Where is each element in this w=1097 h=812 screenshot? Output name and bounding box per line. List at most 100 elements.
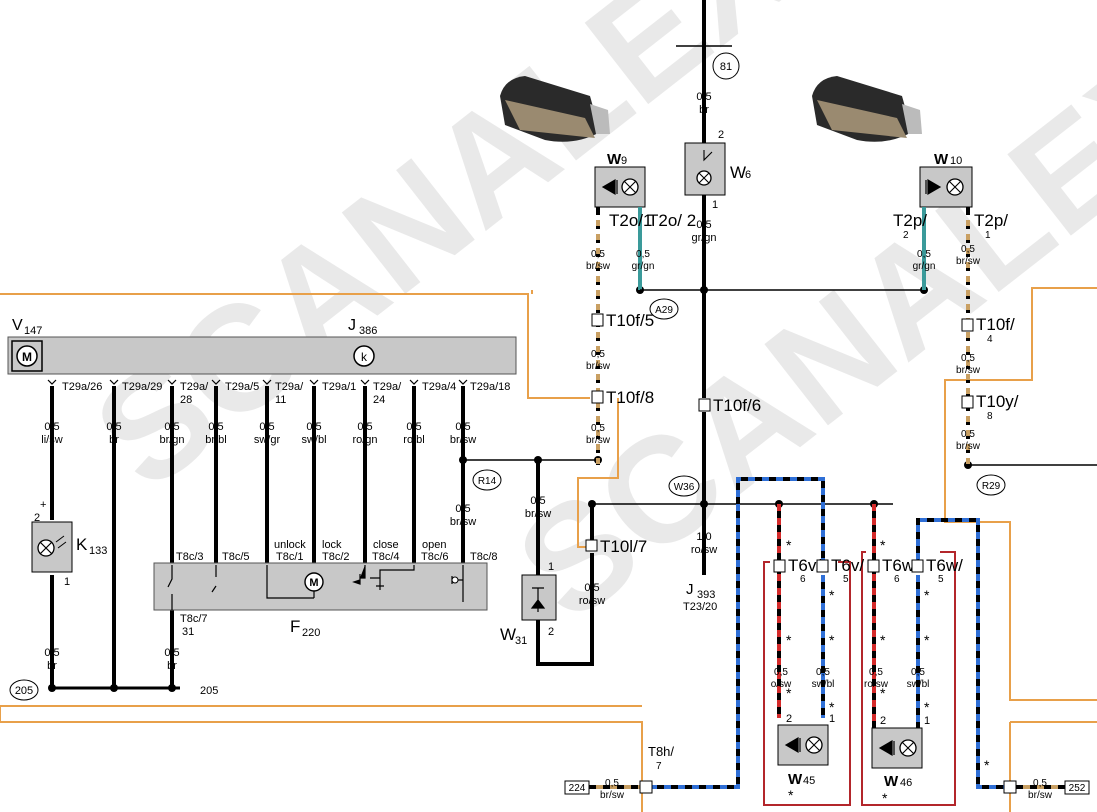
svg-text:11: 11 xyxy=(275,394,286,406)
svg-text:close: close xyxy=(373,539,399,551)
svg-text:br: br xyxy=(47,660,57,672)
blue-black-wires xyxy=(650,477,1010,789)
svg-text:gr/gn: gr/gn xyxy=(691,232,716,244)
svg-text:2: 2 xyxy=(903,230,909,241)
svg-text:0,5: 0,5 xyxy=(605,778,619,789)
svg-text:133: 133 xyxy=(89,545,107,557)
svg-text:M: M xyxy=(309,577,318,589)
svg-text:ro/sw: ro/sw xyxy=(691,544,717,556)
star-markers: * * * * * * * * * * * * * * * xyxy=(786,537,990,806)
svg-text:br/sw: br/sw xyxy=(525,508,551,520)
svg-text:W36: W36 xyxy=(674,482,695,493)
svg-text:F: F xyxy=(290,617,300,636)
svg-text:8: 8 xyxy=(987,411,993,422)
svg-text:br/sw: br/sw xyxy=(450,434,476,446)
svg-text:0,5: 0,5 xyxy=(1033,778,1047,789)
svg-text:81: 81 xyxy=(720,61,732,73)
svg-text:T29a/4: T29a/4 xyxy=(422,381,456,393)
w46-component: 2 1 W 46 xyxy=(871,715,930,790)
svg-text:ro/bl: ro/bl xyxy=(403,434,424,446)
svg-text:br: br xyxy=(167,660,177,672)
svg-text:br/sw: br/sw xyxy=(450,516,476,528)
svg-text:*: * xyxy=(786,685,792,701)
svg-text:br: br xyxy=(109,434,119,446)
svg-text:1: 1 xyxy=(985,230,991,241)
svg-text:br/sw: br/sw xyxy=(956,256,981,267)
svg-text:br/sw: br/sw xyxy=(586,361,611,372)
svg-text:T2p/: T2p/ xyxy=(893,211,927,230)
svg-text:T8c/5: T8c/5 xyxy=(222,551,250,563)
svg-text:T29a/18: T29a/18 xyxy=(470,381,510,393)
svg-text:M: M xyxy=(22,350,32,364)
svg-text:0,5: 0,5 xyxy=(696,91,711,103)
svg-text:ro/sw: ro/sw xyxy=(579,595,605,607)
f220-component: M T8c/3 T8c/5 T8c/1 T8c/2 T8c/4 T8c/6 T8… xyxy=(153,539,498,639)
svg-text:ro/sw: ro/sw xyxy=(864,679,889,690)
svg-text:0,5: 0,5 xyxy=(774,667,788,678)
svg-text:o/sw: o/sw xyxy=(771,679,792,690)
j386-module: M k V 147 J 386 xyxy=(7,317,517,375)
svg-text:li/sw: li/sw xyxy=(41,434,62,446)
svg-text:br/sw: br/sw xyxy=(600,790,625,801)
svg-text:31: 31 xyxy=(515,635,527,647)
svg-text:6: 6 xyxy=(800,574,806,585)
j386-pin-labels: T29a/26 T29a/29 T29a/ 28 T29a/5 T29a/ 11… xyxy=(62,381,510,406)
svg-text:1: 1 xyxy=(829,713,835,725)
svg-text:1: 1 xyxy=(712,199,718,211)
svg-text:*: * xyxy=(880,537,886,553)
svg-text:24: 24 xyxy=(373,394,385,406)
svg-text:0,5: 0,5 xyxy=(869,667,883,678)
svg-text:4: 4 xyxy=(987,334,993,345)
svg-text:T29a/: T29a/ xyxy=(180,381,209,393)
svg-text:220: 220 xyxy=(302,627,320,639)
svg-text:br/sw: br/sw xyxy=(1028,790,1053,801)
svg-text:147: 147 xyxy=(24,325,42,337)
svg-text:T8c/7: T8c/7 xyxy=(180,613,208,625)
svg-text:T8c/6: T8c/6 xyxy=(421,551,449,563)
svg-text:V: V xyxy=(12,317,23,334)
svg-text:T8c/4: T8c/4 xyxy=(372,551,400,563)
svg-text:k: k xyxy=(361,350,368,364)
svg-text:9: 9 xyxy=(621,155,627,167)
svg-text:0,5: 0,5 xyxy=(406,421,421,433)
svg-text:*: * xyxy=(882,790,888,806)
svg-text:W: W xyxy=(934,151,949,168)
t6-connectors: T6v/ 6 T6v/ 5 T6w/ 6 T6w/ 5 xyxy=(773,556,963,585)
svg-text:R29: R29 xyxy=(982,481,1001,492)
svg-text:0,5: 0,5 xyxy=(44,647,59,659)
svg-text:0,5: 0,5 xyxy=(259,421,274,433)
svg-text:T8c/2: T8c/2 xyxy=(322,551,350,563)
w10-branch: W 10 T2p/ 2 T2p/ 1 0,5 gr/gn 0,5 br/sw T… xyxy=(893,151,1097,496)
svg-text:0,5: 0,5 xyxy=(591,249,605,260)
svg-text:28: 28 xyxy=(180,394,192,406)
svg-text:2: 2 xyxy=(786,713,792,725)
red-black-wires xyxy=(777,504,876,728)
svg-text:T29a/26: T29a/26 xyxy=(62,381,102,393)
svg-text:205: 205 xyxy=(200,685,218,697)
svg-text:2: 2 xyxy=(548,626,554,638)
svg-text:sw/bl: sw/bl xyxy=(812,679,835,690)
svg-text:*: * xyxy=(880,685,886,701)
svg-text:45: 45 xyxy=(803,775,815,787)
svg-text:0,5: 0,5 xyxy=(44,421,59,433)
svg-text:0,5: 0,5 xyxy=(306,421,321,433)
svg-text:+: + xyxy=(40,499,46,511)
svg-text:252: 252 xyxy=(1069,783,1086,794)
svg-text:br: br xyxy=(699,104,709,116)
svg-text:205: 205 xyxy=(15,685,33,697)
svg-text:*: * xyxy=(829,699,835,715)
svg-text:*: * xyxy=(924,632,930,648)
svg-text:sw/bl: sw/bl xyxy=(301,434,326,446)
ref-252: 0,5 br/sw 252 xyxy=(1003,778,1090,801)
k-symbol-icon xyxy=(353,345,375,367)
svg-text:gr/gn: gr/gn xyxy=(632,261,655,272)
svg-text:sw/gr: sw/gr xyxy=(254,434,281,446)
svg-text:W: W xyxy=(730,163,746,182)
svg-text:0,5: 0,5 xyxy=(584,582,599,594)
svg-text:1: 1 xyxy=(548,561,554,573)
svg-text:*: * xyxy=(829,587,835,603)
ref-224: 224 0,5 br/sw T8h/ 7 xyxy=(564,744,674,801)
svg-text:K: K xyxy=(76,535,88,554)
svg-text:*: * xyxy=(880,632,886,648)
